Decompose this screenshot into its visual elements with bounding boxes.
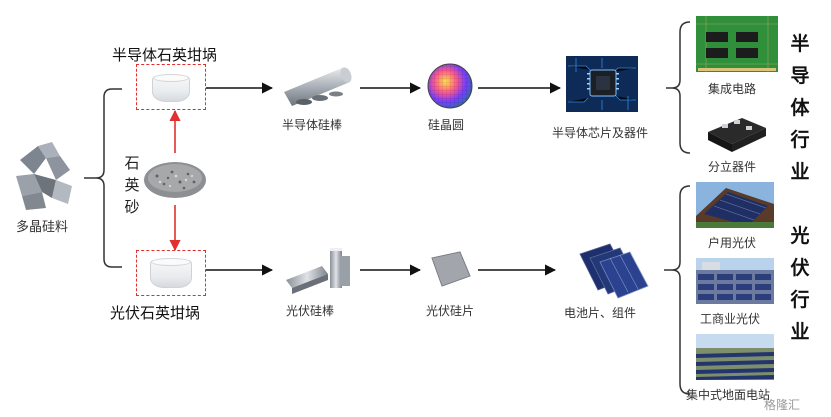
pv-crucible-box <box>136 250 206 296</box>
pv-output-3-label: 集中式地面电站 <box>686 388 771 402</box>
pv-cell-label: 电池片、组件 <box>564 306 637 320</box>
igbt-module-image <box>708 118 766 152</box>
pv-output-2-label: 工商业光伏 <box>700 312 761 326</box>
pv-rod-label: 光伏硅棒 <box>286 304 335 318</box>
solar-cell-image <box>579 243 649 299</box>
pv-output-1-label: 户用光伏 <box>708 236 757 250</box>
semi-crucible-box <box>136 64 206 110</box>
pv-industry-label: 光 伏 行 业 <box>790 225 810 343</box>
left-bracket <box>84 88 122 268</box>
semi-wafer-label: 硅晶圆 <box>428 118 465 132</box>
semi-output-2-label: 分立器件 <box>708 160 757 174</box>
silicon-rod-image <box>284 67 352 106</box>
polysilicon-chunks-image <box>16 142 72 210</box>
semi-industry-label: 半 导 体 行 业 <box>790 33 810 183</box>
crucible-image <box>150 258 192 288</box>
semi-bracket <box>666 21 691 154</box>
semi-rod-label: 半导体硅棒 <box>282 118 343 132</box>
semi-crucible-label: 半导体石英坩埚 <box>112 46 218 64</box>
semi-output-1-label: 集成电路 <box>708 82 757 96</box>
pv-wafer-label: 光伏硅片 <box>426 304 475 318</box>
quartz-sand-label: 石 英 砂 <box>124 154 140 216</box>
ground-pv-image <box>696 334 774 380</box>
silicon-wafer-image <box>427 63 473 109</box>
silicon-wafer-image <box>431 251 471 287</box>
semi-chip-label: 半导体芯片及器件 <box>552 126 649 140</box>
silicon-rod-image <box>286 248 350 294</box>
watermark: 格隆汇 <box>764 398 801 412</box>
source-label: 多晶硅料 <box>16 220 69 235</box>
pv-crucible-label: 光伏石英坩埚 <box>110 304 201 322</box>
pcb-image <box>696 16 778 72</box>
chip-image <box>566 56 638 112</box>
crucible-image <box>152 74 190 102</box>
rooftop-pv-image <box>696 182 774 228</box>
quartz-sand-image <box>144 162 206 198</box>
pv-bracket <box>664 185 691 395</box>
commercial-pv-image <box>696 258 774 304</box>
